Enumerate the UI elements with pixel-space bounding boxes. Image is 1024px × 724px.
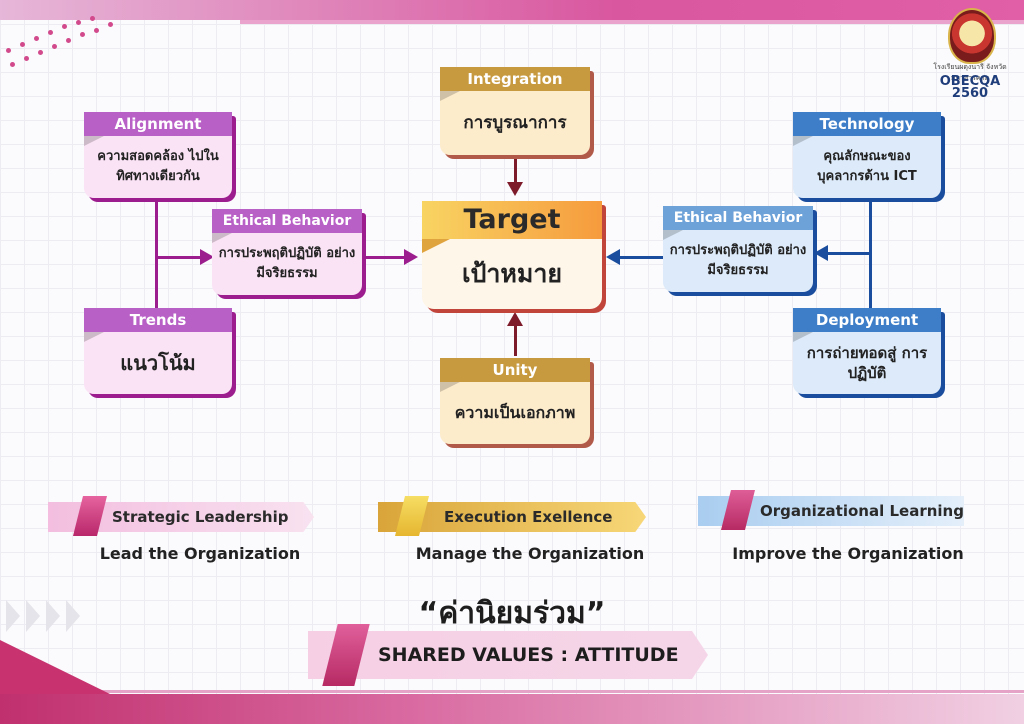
unity-text: ความเป็นเอกภาพ xyxy=(454,403,576,422)
ribbon-learning-sub: Improve the Organization xyxy=(732,544,964,563)
integration-node: Integration การบูรณาการ xyxy=(440,67,590,155)
notch xyxy=(84,136,104,146)
trends-node: Trends แนวโน้ม xyxy=(84,308,232,394)
right-ethical-title: Ethical Behavior xyxy=(663,206,813,230)
ribbon-execution-label: Execution Exellence xyxy=(444,508,613,526)
trends-title: Trends xyxy=(84,308,232,332)
shared-values-label: SHARED VALUES : ATTITUDE xyxy=(378,644,679,666)
school-seal-logo xyxy=(948,8,996,64)
bottom-left-wedge xyxy=(0,640,110,694)
left-ethical-text: การประพฤติปฏิบัติ อย่างมีจริยธรรม xyxy=(218,246,356,281)
alignment-title: Alignment xyxy=(84,112,232,136)
top-band-stripe xyxy=(240,20,1024,24)
target-title: Target xyxy=(422,201,602,239)
technology-text: คุณลักษณะของ บุคลากรด้าน ICT xyxy=(817,149,917,184)
notch xyxy=(440,91,460,101)
alignment-text: ความสอดคล้อง ไปในทิศทางเดียวกัน xyxy=(97,149,219,184)
ribbon-execution-sub: Manage the Organization xyxy=(415,544,645,563)
bottom-band xyxy=(0,694,1024,724)
ribbon-strategic-label: Strategic Leadership xyxy=(112,508,289,526)
deployment-text: การถ่ายทอดสู่ การปฏิบัติ xyxy=(806,344,928,382)
target-node: Target เป้าหมาย xyxy=(422,201,602,309)
ribbon-strategic-sub: Lead the Organization xyxy=(99,544,301,563)
left-ethical-node: Ethical Behavior การประพฤติปฏิบัติ อย่าง… xyxy=(212,209,362,295)
integration-text: การบูรณาการ xyxy=(463,113,567,133)
notch xyxy=(212,233,232,243)
deployment-node: Deployment การถ่ายทอดสู่ การปฏิบัติ xyxy=(793,308,941,394)
top-band xyxy=(0,0,1024,20)
left-ethical-title: Ethical Behavior xyxy=(212,209,362,233)
ribbon-learning-label: Organizational Learning xyxy=(760,502,964,520)
unity-node: Unity ความเป็นเอกภาพ xyxy=(440,358,590,444)
logo-year: 2560 xyxy=(951,86,989,101)
trends-text: แนวโน้ม xyxy=(120,351,196,375)
technology-title: Technology xyxy=(793,112,941,136)
technology-node: Technology คุณลักษณะของ บุคลากรด้าน ICT xyxy=(793,112,941,198)
integration-title: Integration xyxy=(440,67,590,91)
alignment-node: Alignment ความสอดคล้อง ไปในทิศทางเดียวกั… xyxy=(84,112,232,198)
notch xyxy=(793,332,813,342)
notch xyxy=(793,136,813,146)
right-ethical-node: Ethical Behavior การประพฤติปฏิบัติ อย่าง… xyxy=(663,206,813,292)
logo-name: OBECQA xyxy=(939,74,1001,89)
logo-caption: โรงเรียนผดุงนารี จังหวัดมหาสารคาม xyxy=(933,63,1007,82)
notch xyxy=(663,230,683,240)
bottom-band-stripe xyxy=(0,690,1024,693)
target-text: เป้าหมาย xyxy=(461,259,563,288)
shared-values-title: “ค่านิยมร่วม” xyxy=(418,596,606,631)
right-ethical-text: การประพฤติปฏิบัติ อย่างมีจริยธรรม xyxy=(669,243,807,278)
notch xyxy=(440,382,460,392)
notch xyxy=(422,239,450,253)
deployment-title: Deployment xyxy=(793,308,941,332)
notch xyxy=(84,332,104,342)
shared-values-ribbon xyxy=(308,631,708,679)
unity-title: Unity xyxy=(440,358,590,382)
